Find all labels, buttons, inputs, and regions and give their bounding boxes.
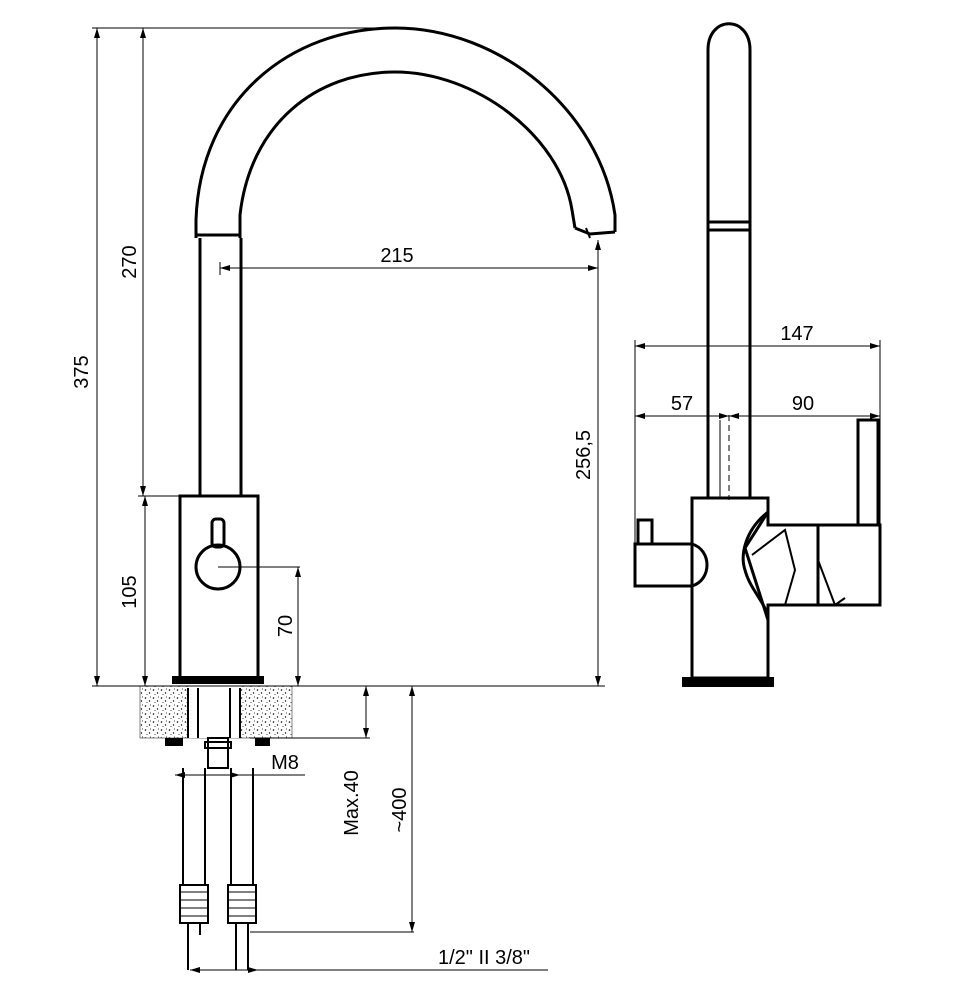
side-view-dimension-lines (634, 340, 881, 544)
front-view-dimension-lines (92, 27, 605, 973)
dim-side-right: 90 (792, 393, 814, 415)
dimension-labels: 375 270 105 215 256,5 70 M8 Max.40 ~400 … (71, 245, 814, 969)
dim-hose-connection: 1/2" II 3/8" (438, 947, 530, 969)
dim-hose-length: ~400 (389, 787, 411, 832)
dim-body-height: 105 (119, 575, 141, 608)
dim-max-countertop: Max.40 (341, 770, 363, 836)
dim-spout-reach: 215 (380, 245, 413, 267)
dim-side-left: 57 (671, 393, 693, 415)
dim-thread: M8 (271, 752, 299, 774)
dim-lever-height: 70 (275, 615, 297, 637)
countertop (139, 685, 293, 746)
dim-outlet-height: 256,5 (573, 430, 595, 480)
side-view-faucet (633, 22, 882, 687)
front-view-faucet (172, 26, 617, 684)
dim-spout-height: 270 (119, 245, 141, 278)
dim-side-width: 147 (780, 323, 813, 345)
dim-total-height: 375 (71, 355, 93, 388)
hoses-and-rod (179, 688, 257, 970)
